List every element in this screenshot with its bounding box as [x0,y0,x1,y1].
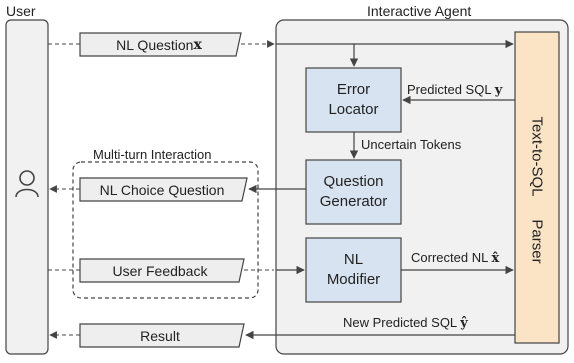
question-generator-line2: Generator [319,193,388,210]
error-locator-line2: Locator [328,101,379,118]
parser-label-bottom: Parser [528,219,546,264]
new-predicted-sql-label: New Predicted SQL ŷ [343,316,468,330]
nl-modifier-box [305,237,402,303]
parser-label-top: Text-to-SQL [528,116,546,197]
predicted-sql-text: Predicted SQL [407,82,495,97]
predicted-sql-label: Predicted SQL y [407,83,502,97]
text-to-sql-parser [514,31,560,344]
flag-nl-question [79,32,242,57]
nl-question-var: x [193,36,202,53]
flag-result [79,323,245,348]
error-locator-box [305,67,402,133]
uncertain-tokens-label: Uncertain Tokens [361,137,462,152]
nl-modifier-label: NL Modifier [306,238,401,302]
flag-user-feedback-label: User Feedback [112,262,208,279]
corrected-nl-label: Corrected NL x̂ [411,251,499,265]
corrected-nl-var: x̂ [491,251,500,266]
new-predicted-sql-text: New Predicted SQL [343,315,461,330]
user-icon [15,170,39,198]
question-generator-box [305,159,402,225]
nl-modifier-line1: NL [343,250,364,268]
flag-nl-choice-question [79,177,248,202]
flag-nl-choice-question-label: NL Choice Question [99,181,225,198]
nl-modifier-line2: Modifier [326,271,381,288]
flag-nl-question-label: NL Question x [80,33,238,56]
multi-turn-label: Multi-turn Interaction [91,147,214,162]
user-lane [5,19,49,355]
flag-user-feedback [79,258,245,283]
user-title: User [6,3,36,19]
nl-question-text: NL Question [116,36,194,53]
flag-result-label: Result [140,327,180,344]
question-generator-line1: Question [323,172,384,190]
agent-title: Interactive Agent [367,3,472,19]
error-locator-line1: Error [336,80,371,98]
corrected-nl-text: Corrected NL [411,250,492,265]
predicted-sql-var: y [494,83,503,98]
multi-turn-region [72,161,259,299]
new-predicted-sql-var: ŷ [460,316,468,331]
